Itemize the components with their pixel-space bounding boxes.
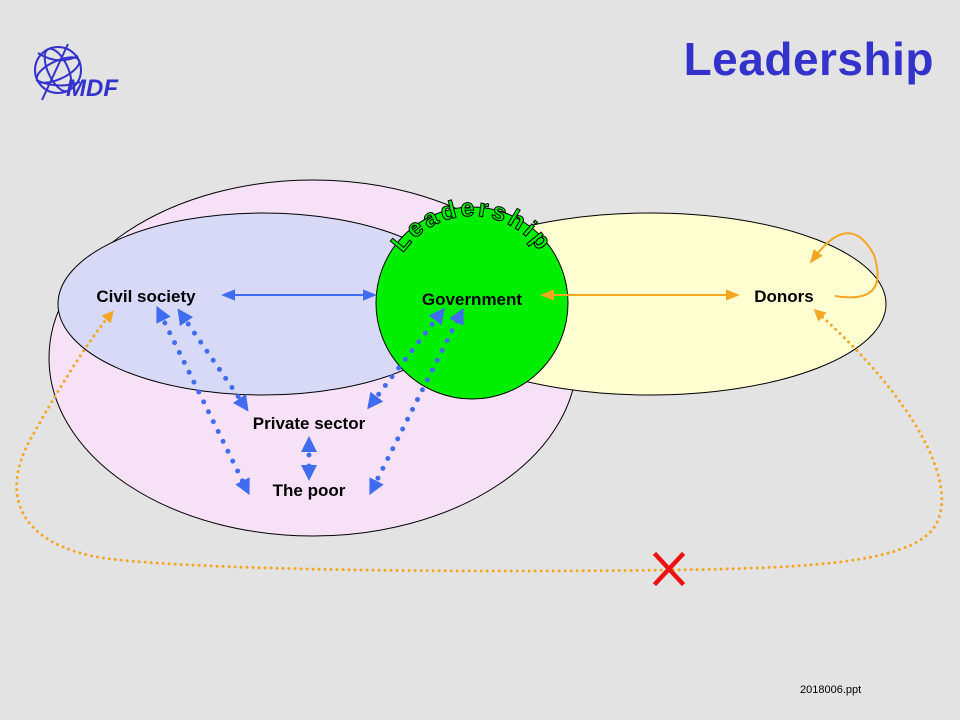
civil-poor-arrow: [156, 305, 250, 496]
logo-text: MDF: [66, 75, 119, 102]
civil-society-label: Civil society: [96, 287, 196, 306]
mdf-logo: MDF: [34, 43, 119, 102]
donors-self-loop: [809, 232, 879, 299]
cross-icon: [652, 551, 686, 587]
private-sector-label: Private sector: [253, 414, 366, 433]
poor-government-arrow: [369, 307, 464, 496]
donors-civil-dotted-loop: [15, 308, 944, 573]
the-poor-label: The poor: [273, 481, 346, 500]
globe-icon: [34, 43, 82, 101]
blue-dotted-arrows: [156, 305, 464, 496]
slide-title: Leadership: [683, 33, 934, 85]
donors-label: Donors: [754, 287, 814, 306]
government-label: Government: [422, 290, 522, 309]
footer-filename: 2018006.ppt: [800, 684, 862, 696]
